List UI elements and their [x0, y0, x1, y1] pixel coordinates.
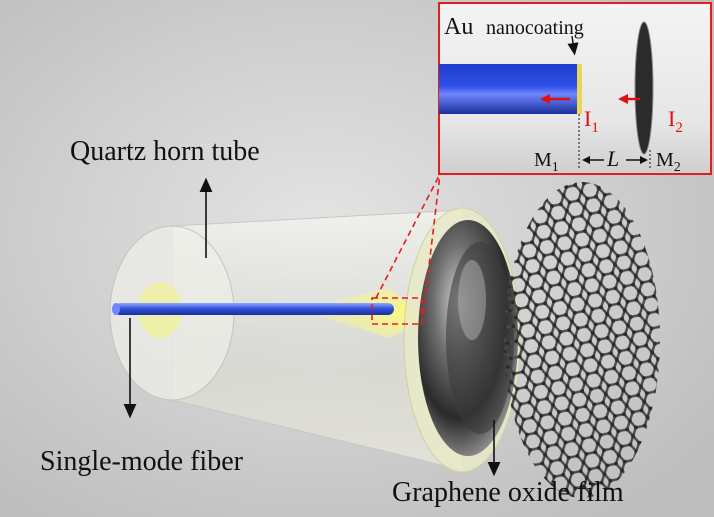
au-nanocoating-layer [577, 64, 582, 114]
graphene-label: Graphene oxide film [392, 477, 624, 508]
l-label: L [606, 146, 619, 171]
i1-label: I1 [584, 106, 599, 136]
au-label: Au [444, 14, 473, 40]
au-pointer-arrow [567, 35, 579, 56]
inset-fiber [439, 64, 579, 114]
single-mode-fiber [112, 303, 394, 315]
nanocoating-label: nanocoating [486, 17, 584, 39]
i2-label: I2 [668, 106, 683, 136]
fiber-label: Single-mode fiber [40, 446, 244, 477]
inset-diaphragm [634, 21, 654, 155]
m2-label: M2 [656, 149, 681, 175]
zoom-indicator [371, 173, 441, 325]
m1-label: M1 [534, 149, 559, 175]
diaphragm [418, 220, 518, 456]
quartz-label: Quartz horn tube [70, 136, 260, 167]
inset-panel [438, 2, 712, 175]
